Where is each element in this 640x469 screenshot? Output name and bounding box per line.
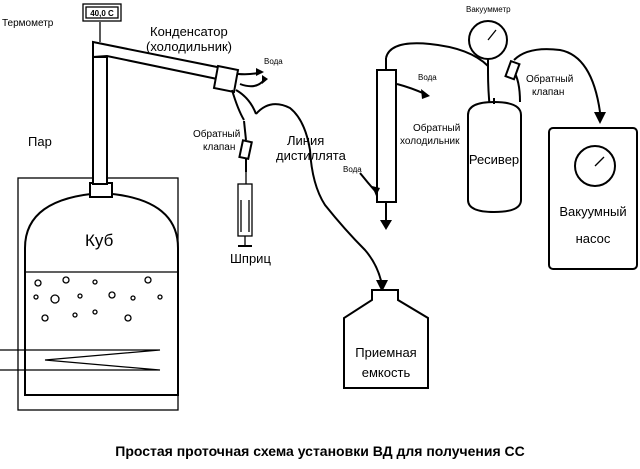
syringe [237, 172, 253, 247]
receiver-vessel-label-1: Приемная [355, 345, 416, 360]
check-valve-label-2-b: клапан [532, 87, 564, 98]
distillate-line-label-2: дистиллята [276, 148, 347, 163]
syringe-label: Шприц [230, 251, 271, 266]
water-label-condenser: Вода [264, 57, 283, 66]
condenser-jacket [212, 64, 268, 94]
receiver-tank [467, 48, 606, 214]
distillate-line [231, 89, 388, 292]
condenser-label-2: (холодильник) [146, 39, 232, 54]
reflux-condenser-label-1: Обратный [413, 122, 460, 134]
water-label-reflux-in: Вода [343, 165, 362, 174]
still-vessel [0, 177, 179, 411]
vacuum-pump-label-1: Вакуумный [559, 204, 626, 219]
diagram-caption: Простая проточная схема установки ВД для… [115, 443, 525, 459]
distillate-line-label-1: Линия [287, 133, 324, 148]
reflux-condenser-label-2: холодильник [400, 136, 460, 147]
vacuum-pump [548, 127, 638, 270]
receiver-label: Ресивер [469, 152, 519, 167]
thermometer-reading: 40,0 С [90, 9, 114, 18]
reflux-condenser [359, 42, 489, 230]
check-valve-label-2-a: клапан [203, 142, 235, 153]
thermometer: 40,0 С [82, 3, 122, 42]
thermometer-label: Термометр [2, 18, 54, 29]
check-valve-label-1-b: Обратный [526, 73, 573, 85]
steam-label: Пар [28, 134, 52, 149]
condenser-label-1: Конденсатор [150, 24, 228, 39]
receiver-vessel-label-2: емкость [362, 365, 411, 380]
column [89, 40, 223, 198]
bubbles [33, 276, 163, 322]
check-valve-label-1-a: Обратный [193, 128, 240, 140]
vacuum-pump-label-2: насос [576, 231, 611, 246]
still-label: Куб [85, 231, 114, 250]
receiver-vessel [343, 289, 429, 389]
vacuum-gauge-label: Вакуумметр [466, 5, 511, 14]
water-label-reflux-out: Вода [418, 73, 437, 82]
